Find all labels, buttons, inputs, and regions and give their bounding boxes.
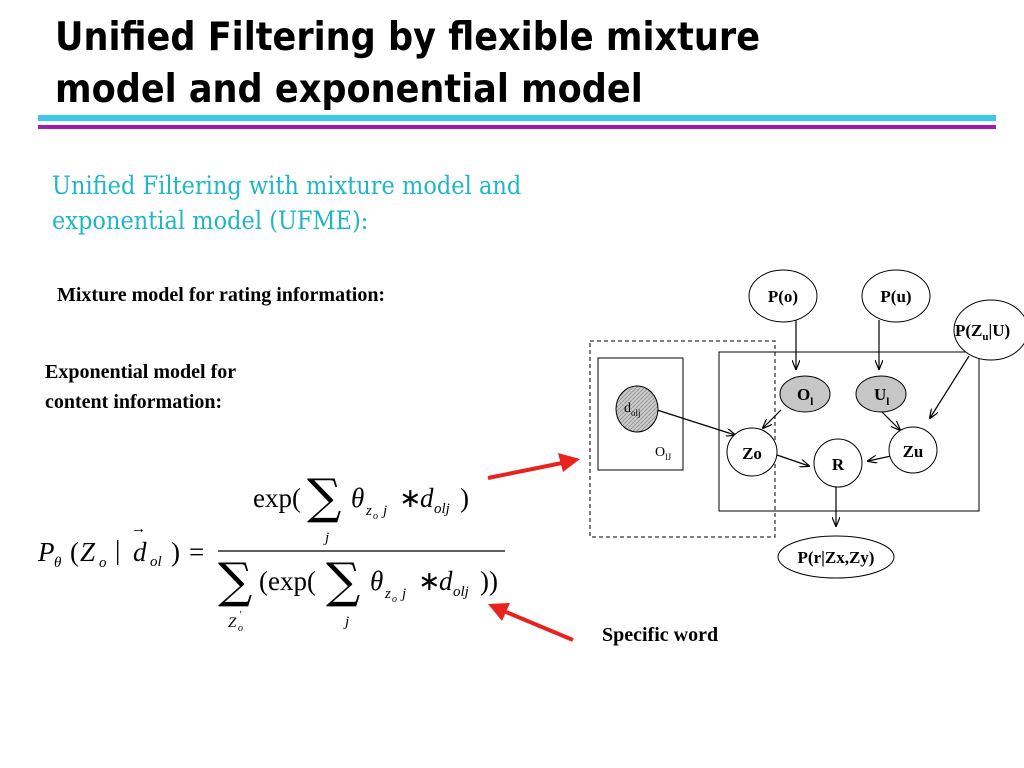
edge-ul-zu — [879, 409, 900, 430]
formula-den-d: d — [439, 566, 453, 596]
node-p-r-label: P(r|Zx,Zy) — [798, 548, 875, 567]
title-rule-cyan — [38, 115, 996, 121]
formula-den-inner-sigma: ∑ — [326, 553, 360, 609]
plate-label-o-lj-main: O — [655, 445, 665, 460]
node-p-o-label: P(o) — [768, 287, 798, 306]
formula-den-outer-index-prime: ' — [239, 610, 242, 621]
mixture-model-label: Mixture model for rating information: — [57, 284, 386, 306]
formula-den-exp: (exp( — [259, 566, 316, 596]
node-p-zu-given-u: P(Zu|U) — [953, 299, 1024, 361]
formula-lhs-bar: | — [115, 535, 120, 565]
main-plate — [718, 351, 980, 512]
node-zu: Zu — [888, 426, 938, 474]
node-d-olj-label: dolj — [624, 401, 641, 418]
formula-den-outer-sigma: ∑ — [218, 553, 252, 609]
formula-equals: = — [189, 537, 204, 567]
formula-num-exp: exp( — [253, 483, 301, 513]
subtitle-line-2: exponential model (UFME): — [52, 206, 369, 235]
formula-den-theta-sub-o: o — [392, 594, 397, 605]
node-u-l: Ul — [855, 375, 907, 413]
node-d-olj-main: d — [624, 401, 631, 416]
formula-den-outer-index-o: o — [238, 623, 243, 634]
subtitle-line-1: Unified Filtering with mixture model and — [52, 171, 522, 200]
specific-word-label: Specific word — [602, 624, 719, 646]
node-d-olj: dolj — [615, 385, 659, 433]
formula-num-theta-sub-z: z — [365, 503, 372, 519]
slide-title-line-2: model and exponential model — [55, 67, 643, 112]
node-zo-label: Zo — [742, 444, 762, 463]
exponential-formula: P θ ( Z o | → d ol ) = exp( ∑ j θ z o j … — [37, 469, 505, 634]
formula-num-theta-sub-o: o — [373, 511, 378, 522]
formula-num-d-sub: olj — [434, 501, 450, 517]
edge-pzuu-zu — [930, 355, 970, 418]
slide-title-line-1: Unified Filtering by flexible mixture — [55, 15, 761, 60]
edge-ol-zo — [763, 409, 782, 428]
formula-lhs-p: P — [37, 537, 55, 567]
formula-den-sum-index: j — [343, 614, 349, 630]
node-p-r: P(r|Zx,Zy) — [777, 535, 895, 579]
node-zu-label: Zu — [903, 442, 924, 461]
dashed-plate — [589, 340, 776, 538]
formula-den-d-sub: olj — [453, 584, 469, 600]
node-u-l-main: U — [874, 385, 886, 404]
formula-lhs-theta: θ — [54, 555, 62, 571]
formula-lhs-vec-arrow: → — [131, 521, 146, 537]
node-p-u-label: P(u) — [880, 287, 911, 306]
node-p-zu-given-u-tail: |U) — [989, 321, 1011, 340]
formula-den-theta-sub-z: z — [384, 586, 391, 602]
formula-num-times: ∗ — [399, 483, 422, 513]
formula-lhs-close: ) — [171, 537, 180, 567]
formula-den-outer-index-z: Z — [228, 615, 237, 631]
node-zo: Zo — [726, 427, 778, 477]
node-u-l-sub: l — [886, 396, 889, 408]
formula-lhs-d: d — [133, 537, 147, 567]
node-p-zu-given-u-sub: u — [982, 331, 988, 343]
formula-den-close: )) — [480, 566, 498, 596]
formula-num-theta: θ — [351, 483, 364, 513]
node-p-zu-given-u-main: P(Z — [955, 321, 982, 340]
formula-num-sigma: ∑ — [307, 469, 341, 525]
word-plate — [597, 357, 684, 471]
formula-num-close: ) — [460, 483, 469, 513]
formula-lhs-z: Z — [80, 537, 96, 567]
formula-den-theta: θ — [370, 566, 383, 596]
formula-lhs-open: ( — [70, 537, 79, 567]
formula-lhs-d-sub: ol — [150, 554, 162, 570]
exponential-model-label-line-2: content information: — [45, 391, 223, 413]
node-d-olj-sub: olj — [631, 408, 641, 418]
edge-dolj-zo — [656, 409, 735, 435]
node-r-label: R — [832, 455, 845, 474]
formula-den-times: ∗ — [418, 566, 441, 596]
formula-den-theta-sub-j: j — [400, 586, 406, 602]
plate-label-o-lj-sub: lJ — [665, 452, 672, 462]
edge-zo-r — [776, 454, 809, 466]
node-o-l-sub: l — [810, 396, 813, 408]
node-p-o: P(o) — [748, 269, 818, 323]
node-o-l-main: O — [797, 385, 810, 404]
formula-num-sum-index: j — [323, 530, 329, 546]
formula-lhs-z-sub: o — [99, 555, 107, 571]
node-p-zu-given-u-label: P(Zu|U) — [955, 321, 1010, 343]
exponential-model-label-line-1: Exponential model for — [45, 361, 237, 383]
red-arrow-to-formula — [488, 603, 574, 642]
node-u-l-label: Ul — [874, 385, 889, 408]
plate-label-o-lj: OlJ — [655, 445, 672, 462]
title-rule-purple — [38, 125, 996, 129]
edge-zu-r — [868, 456, 892, 461]
node-p-u: P(u) — [861, 269, 931, 323]
node-o-l-label: Ol — [797, 385, 813, 408]
formula-num-theta-sub-j: j — [381, 503, 387, 519]
red-arrow-to-plate — [487, 453, 580, 480]
node-r: R — [813, 438, 863, 488]
node-o-l: Ol — [779, 375, 831, 413]
graphical-model-diagram: P(o) P(u) P(Zu|U) Ol Ul — [589, 269, 1024, 579]
formula-num-d: d — [420, 483, 434, 513]
